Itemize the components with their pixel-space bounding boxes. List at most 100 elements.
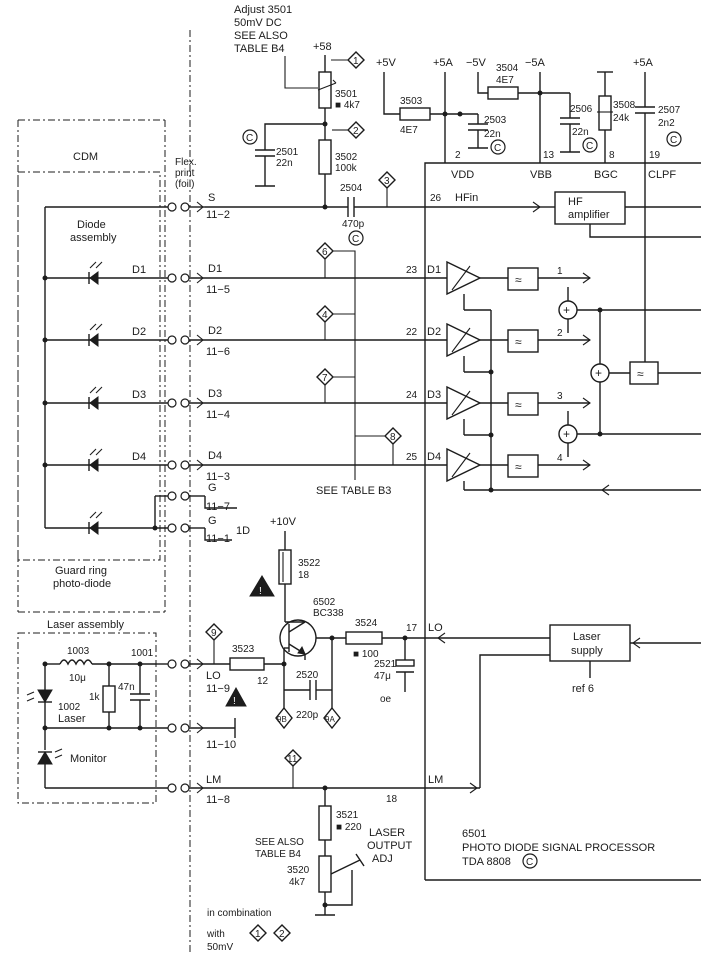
svg-text:≈: ≈ <box>637 367 644 381</box>
test-point-9: 9 <box>211 628 217 639</box>
r3523-ref: 3523 <box>232 644 255 655</box>
rail-plus58: +58 <box>313 41 332 53</box>
svg-text:C: C <box>494 143 501 154</box>
svg-text:3: 3 <box>557 391 563 402</box>
capacitor-2521 <box>395 659 415 667</box>
lo-line: 9 LO 11−9 3523 12 ! <box>156 623 289 707</box>
rail-plus10v: +10V <box>270 516 297 528</box>
ic-6501-outline <box>424 162 701 881</box>
c2507-ref: 2507 <box>658 105 681 116</box>
c2501-ref: 2501 <box>276 147 299 158</box>
photodiode-row-d4: D4 D4 11−3 <box>45 448 425 483</box>
c2506-val: 22n <box>572 127 589 138</box>
resistor-3508 <box>598 95 612 131</box>
svg-text:≈: ≈ <box>515 273 522 287</box>
rail-plus5v: +5V <box>376 57 397 69</box>
test-point-8: 8 <box>355 427 402 465</box>
svg-text:G: G <box>208 515 217 527</box>
svg-text:D4: D4 <box>427 451 441 463</box>
r3501-ref: 3501 <box>335 89 358 100</box>
test-point-9b: 9B <box>277 715 287 724</box>
ref6-label: ref 6 <box>572 683 594 695</box>
test-point-11: 11 <box>284 749 302 788</box>
laser-assembly-box <box>17 632 157 804</box>
svg-text:≈: ≈ <box>515 460 522 474</box>
resistor-3501 <box>318 71 332 109</box>
c2504-ref: 2504 <box>340 183 363 194</box>
svg-text:11−10: 11−10 <box>206 739 236 751</box>
svg-text:2: 2 <box>353 126 359 137</box>
amp-channel-1: ≈ 1 <box>425 260 591 310</box>
c2520-ref: 2520 <box>296 670 319 681</box>
svg-text:D2: D2 <box>208 325 222 337</box>
adjust-note-line-1: Adjust 3501 <box>234 4 292 16</box>
pin-22: 22 <box>406 327 418 338</box>
adjust-note-line-4: TABLE B4 <box>234 43 285 55</box>
guard-ring-label-1: Guard ring <box>55 565 107 577</box>
label-oe: oe <box>380 694 392 705</box>
q6502-val: BC338 <box>313 608 344 619</box>
diode-assembly-label-1: Diode <box>77 219 106 231</box>
l1003-ref: 1003 <box>67 646 90 657</box>
test-point-1: 1 <box>331 51 365 69</box>
pin-hfin: HFin <box>455 192 478 204</box>
svg-text:11−7: 11−7 <box>206 501 230 513</box>
svg-text:11: 11 <box>287 754 298 765</box>
test-point-2-note: 2 <box>273 924 291 942</box>
c2507-val: 2n2 <box>658 118 675 129</box>
test-point-9a: 9A <box>325 715 335 724</box>
signal-line-s: S 11−2 2504 470p C <box>45 183 425 246</box>
svg-text:C: C <box>526 857 533 868</box>
svg-text:D2: D2 <box>427 326 441 338</box>
laser-output-2: OUTPUT <box>367 840 413 852</box>
resistor-3503 <box>399 107 431 121</box>
svg-text:LM: LM <box>206 774 221 786</box>
svg-text:≈: ≈ <box>515 398 522 412</box>
r3504-val: 4E7 <box>496 75 514 86</box>
svg-text:≈: ≈ <box>515 335 522 349</box>
ic-ref: 6501 <box>462 828 486 840</box>
svg-text:C: C <box>586 141 593 152</box>
r3524-val: ■ 100 <box>353 649 379 660</box>
svg-text:C: C <box>352 234 359 245</box>
laser-assembly-label: Laser assembly <box>47 619 125 631</box>
transistor-6502 <box>279 619 317 657</box>
svg-text:!: ! <box>233 696 236 707</box>
svg-text:C: C <box>670 135 677 146</box>
with-label: with <box>206 929 225 940</box>
resistor-1k <box>102 685 116 713</box>
pin-lo: LO <box>428 622 443 634</box>
svg-text:D1: D1 <box>427 264 441 276</box>
guard-ring-rows: G 11−7 G 1D 11−1 <box>45 482 250 545</box>
resistor-3502 <box>318 139 332 175</box>
pin-bgc: BGC <box>594 169 618 181</box>
boundary-lines <box>17 30 191 955</box>
amp-channel-2: ≈ 2 <box>425 322 591 372</box>
svg-text:11−4: 11−4 <box>206 409 230 421</box>
r3503-ref: 3503 <box>400 96 423 107</box>
pin-23: 23 <box>406 265 418 276</box>
c-mark-icon: C <box>246 133 253 144</box>
svg-text:1D: 1D <box>236 525 250 537</box>
svg-text:4: 4 <box>322 310 328 321</box>
photodiode-row-d2: D2 D2 11−6 <box>45 323 425 358</box>
svg-text:1: 1 <box>255 929 261 940</box>
svg-text:D3: D3 <box>208 388 222 400</box>
svg-text:11−9: 11−9 <box>206 683 230 695</box>
resistor-3522 <box>278 549 292 585</box>
pin-18: 18 <box>386 794 398 805</box>
c2521-ref: 2521 <box>374 659 397 670</box>
r3502-ref: 3502 <box>335 152 358 163</box>
photodiode-row-d1: D1 D1 11−5 <box>45 261 425 296</box>
cdm-label: CDM <box>73 151 98 163</box>
ic-type: TDA 8808 <box>462 856 511 868</box>
monitor-label: Monitor <box>70 753 107 765</box>
svg-text:3: 3 <box>384 176 390 187</box>
svg-text:Laser: Laser <box>573 631 601 643</box>
c2506-ref: 2506 <box>570 104 593 115</box>
q6502-ref: 6502 <box>313 597 336 608</box>
r3501-val: ■ 4k7 <box>335 100 360 111</box>
resistor-3524 <box>345 631 383 645</box>
svg-text:D3: D3 <box>132 389 146 401</box>
